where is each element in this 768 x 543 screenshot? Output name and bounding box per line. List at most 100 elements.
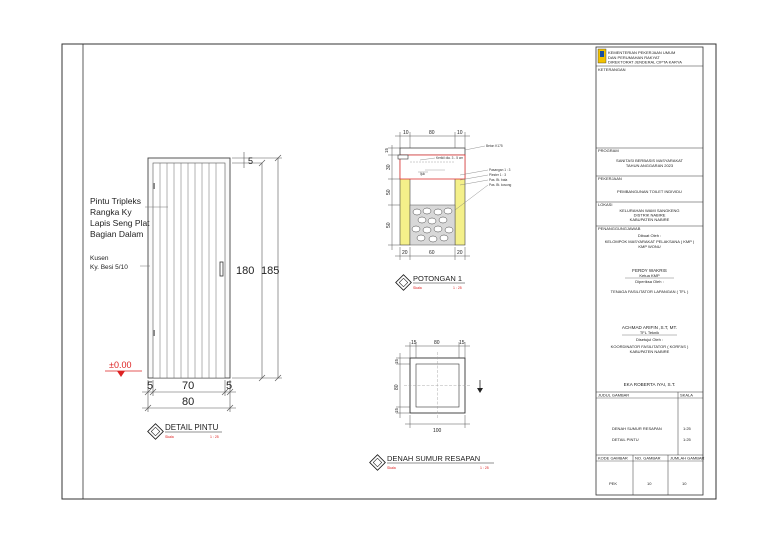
- plan-left-dim: 15: [394, 407, 399, 413]
- section-note: Ijuk: [420, 172, 425, 176]
- kode-label: KODE GAMBAR: [598, 456, 628, 461]
- drawing-scale: 1:25: [683, 437, 692, 442]
- section-note: Pas. Bt. kosong: [489, 183, 512, 187]
- hinge-icon: [153, 183, 155, 189]
- disetujui-oleh: Disetujui Oleh :: [636, 337, 663, 342]
- dim-mid: 70: [182, 380, 194, 392]
- program-line: TAHUN ANGGARAN 2023: [626, 163, 674, 168]
- section-detail: 10 80 10 15 30 50 50 20 60 20: [384, 130, 512, 291]
- title-block: KEMENTERIAN PEKERJAAN UMUM DAN PERUMAHAN…: [595, 46, 705, 496]
- level-marker: ±0.00: [109, 360, 131, 370]
- plan-scale-label: Skala: [387, 466, 396, 470]
- plan-top-dim: 15: [411, 340, 417, 346]
- door-handle-icon: [219, 261, 224, 277]
- section-title: POTONGAN 1: [413, 274, 462, 283]
- header-line2: DAN PERUMAHAN RAKYAT: [608, 55, 660, 60]
- plan-top-dim: 80: [434, 340, 440, 346]
- no-label: NO. GAMBAR: [635, 456, 661, 461]
- program-line: SANITASI BERBASIS MASYARAKAT: [616, 158, 683, 163]
- pekerjaan-value: PEMBANGUNAN TOILET INDIVIDU: [617, 189, 682, 194]
- cover-slab: [399, 147, 466, 156]
- door-vertical-dims: [232, 152, 282, 382]
- kusen-label-line: Ky. Besi 5/10: [90, 264, 128, 271]
- plan-title-symbol-icon: [369, 454, 386, 471]
- diperiksa-oleh: Diperiksa Oleh :: [635, 279, 663, 284]
- kusen-label-line: Kusen: [90, 255, 109, 262]
- door-horizontal-dims: [142, 380, 236, 412]
- gravel-stones: [411, 207, 454, 243]
- section-left-dim: 50: [386, 189, 392, 195]
- drawing-name: DETAIL PINTU: [612, 437, 639, 442]
- section-scale-value: 1 : 25: [453, 286, 462, 290]
- section-note: Beton K175: [486, 144, 503, 148]
- dim-left: 5: [147, 380, 153, 392]
- tfl-label: TENAGA FASILITATOR LAPANGAN ( TFL ): [611, 289, 689, 294]
- pekerjaan-label: PEKERJAAN: [598, 176, 622, 181]
- section-top-dim: 80: [429, 130, 435, 136]
- door-scale-label: Skala: [165, 435, 174, 439]
- ketua-name: FERDY WAKRIS: [632, 268, 667, 273]
- jumlah-label: JUMLAH GAMBAR: [670, 456, 705, 461]
- keterangan-label: KETERANGAN: [598, 67, 626, 72]
- door-label-line: Pintu Tripleks: [90, 196, 141, 206]
- door-leaf: [152, 162, 226, 379]
- kmp-line: KELOMPOK MASYARAKAT PELAKSANA ( KMP ): [605, 239, 695, 244]
- door-title: DETAIL PINTU: [165, 423, 219, 432]
- drawing-scale: 1:25: [683, 426, 692, 431]
- door-scale-value: 1 : 25: [210, 435, 219, 439]
- section-top-dim: 10: [457, 130, 463, 136]
- section-note: Plester 1 : 3: [489, 173, 506, 177]
- section-note: Kerikil dia. 3 - 5 cm: [436, 156, 463, 160]
- section-left-dim: 50: [386, 222, 392, 228]
- section-title-symbol-icon: [395, 274, 412, 291]
- section-left-dim: 15: [384, 147, 389, 153]
- tfl-role: TFL Teknik: [640, 330, 659, 335]
- judul-label: JUDUL GAMBAR: [598, 393, 629, 398]
- skala-label: SKALA: [680, 393, 693, 398]
- tfl-name: ACHMAD ARIFIN ,S.T, MT.: [622, 325, 677, 330]
- plan-left-dim: 80: [394, 384, 400, 390]
- door-label-line: Lapis Seng Plat: [90, 218, 150, 228]
- door-label-line: Bagian Dalam: [90, 229, 143, 239]
- kmp-line: KMP WONU: [638, 244, 660, 249]
- korkab-line: KOORDINATOR FASILITATOR ( KORFAS ): [611, 344, 689, 349]
- inlet-pipe-icon: [397, 154, 409, 160]
- section-cut-marker-icon: [477, 380, 483, 393]
- lokasi-label: LOKASI: [598, 202, 612, 207]
- door-detail: Pintu Tripleks Rangka Ky Lapis Seng Plat…: [90, 152, 282, 440]
- korkab-name: EKA ROBERTA IYAI, S.T.: [624, 382, 676, 387]
- section-bottom-dim: 20: [457, 250, 463, 256]
- kode-value: PEK: [609, 481, 617, 486]
- section-left-dim: 30: [386, 164, 392, 170]
- section-bottom-dim: 60: [429, 250, 435, 256]
- dibuat-oleh: Dibuat Oleh :: [638, 233, 661, 238]
- plan-top-dim: 15: [459, 340, 465, 346]
- section-bottom-dim: 20: [402, 250, 408, 256]
- door-title-symbol-icon: [147, 423, 164, 440]
- header-line1: KEMENTERIAN PEKERJAAN UMUM: [608, 50, 675, 55]
- header-sub: DIREKTORAT JENDERAL CIPTA KARYA: [608, 60, 682, 65]
- dim-right: 5: [226, 380, 232, 392]
- dim-height-inner: 180: [236, 265, 254, 277]
- program-label: PROGRAM: [598, 148, 619, 153]
- section-scale-label: Skala: [413, 286, 422, 290]
- section-note: Pasangan 1 : 3: [489, 168, 511, 172]
- hinge-icon: [153, 330, 155, 336]
- no-value: 10: [647, 481, 652, 486]
- plan-title: DENAH SUMUR RESAPAN: [387, 454, 480, 463]
- plan-bottom-dim: 100: [433, 428, 442, 434]
- dim-height-outer: 185: [261, 265, 279, 277]
- plan-left-dim: 15: [394, 358, 399, 364]
- section-note: Pas. Bt. bata: [489, 178, 507, 182]
- door-label-line: Rangka Ky: [90, 207, 132, 217]
- jumlah-value: 10: [682, 481, 687, 486]
- dim-total: 80: [182, 396, 194, 408]
- korkab-line: KABUPATEN NABIRE: [630, 349, 670, 354]
- lokasi-line: KELURAHAN WAMI SANGKENG: [619, 208, 679, 213]
- level-triangle-icon: [117, 371, 125, 377]
- plan-detail: 15 80 15 15 80 15 100 DENAH SUMUR RESAPA…: [369, 340, 494, 471]
- lokasi-line: DISTRIK NABIRE: [634, 213, 666, 218]
- penanggung-label: PENANGGUNGJAWAB: [598, 226, 641, 231]
- section-top-dim: 10: [403, 130, 409, 136]
